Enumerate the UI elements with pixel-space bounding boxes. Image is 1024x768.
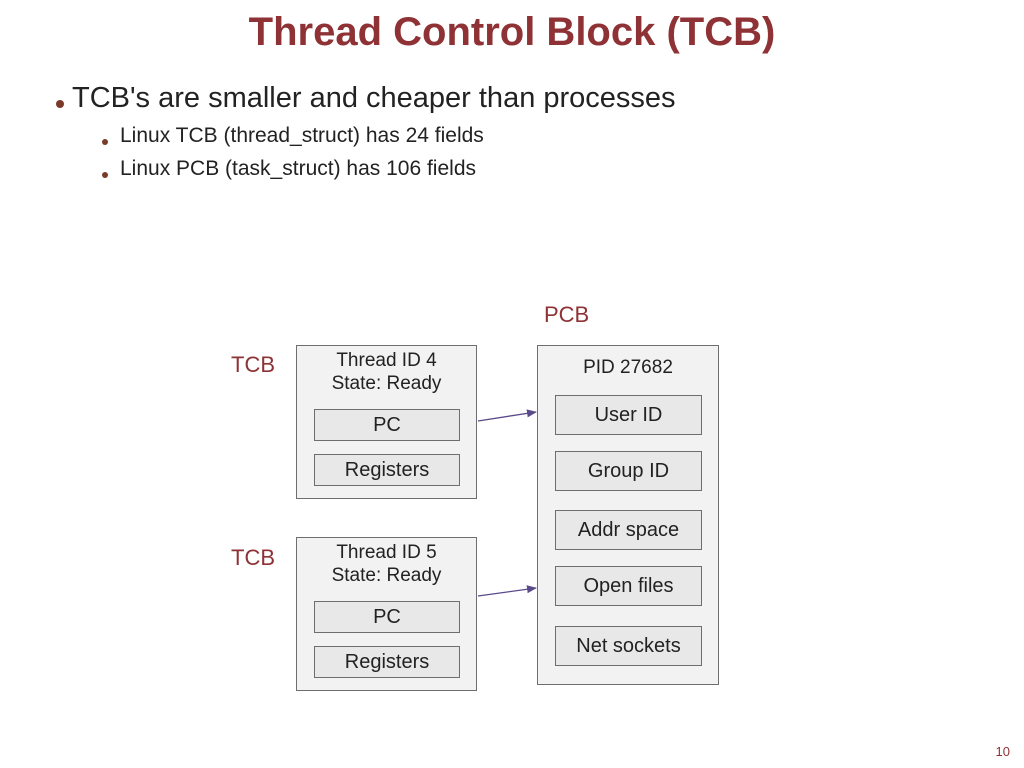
- pcb-field-user-id: User ID: [555, 395, 702, 435]
- bullet-dot-icon: [56, 100, 64, 108]
- bullet-dot-icon: [102, 139, 108, 145]
- bullet-main: TCB's are smaller and cheaper than proce…: [72, 82, 676, 114]
- pcb-field-group-id: Group ID: [555, 451, 702, 491]
- tcb-pc-field: PC: [314, 601, 460, 633]
- page-number: 10: [995, 744, 1010, 759]
- arrow-tcb1-to-pcb: [477, 409, 537, 422]
- bullet-dot-icon: [102, 172, 108, 178]
- tcb-registers-field: Registers: [314, 646, 460, 678]
- tcb-state: State: Ready: [331, 565, 442, 586]
- pcb-field-addr-space: Addr space: [555, 510, 702, 550]
- arrow-tcb2-to-pcb: [477, 585, 537, 597]
- tcb-label-2: TCB: [231, 545, 275, 570]
- tcb-thread-id: Thread ID 5: [336, 542, 437, 563]
- pcb-box: PID 27682 User ID Group ID Addr space Op…: [537, 345, 719, 685]
- tcb-label-1: TCB: [231, 352, 275, 377]
- bullet-sub-1: Linux TCB (thread_struct) has 24 fields: [120, 124, 484, 147]
- pcb-field-net-sockets: Net sockets: [555, 626, 702, 666]
- pcb-pid: PID 27682: [583, 357, 673, 378]
- pcb-field-open-files: Open files: [555, 566, 702, 606]
- slide-title: Thread Control Block (TCB): [248, 10, 776, 54]
- pcb-label: PCB: [544, 302, 590, 327]
- tcb-box-thread-5: Thread ID 5 State: Ready PC Registers: [296, 537, 477, 691]
- tcb-thread-id: Thread ID 4: [336, 350, 437, 371]
- tcb-state: State: Ready: [331, 373, 442, 394]
- bullet-sub-2: Linux PCB (task_struct) has 106 fields: [120, 157, 476, 180]
- tcb-pc-field: PC: [314, 409, 460, 441]
- tcb-box-thread-4: Thread ID 4 State: Ready PC Registers: [296, 345, 477, 499]
- tcb-registers-field: Registers: [314, 454, 460, 486]
